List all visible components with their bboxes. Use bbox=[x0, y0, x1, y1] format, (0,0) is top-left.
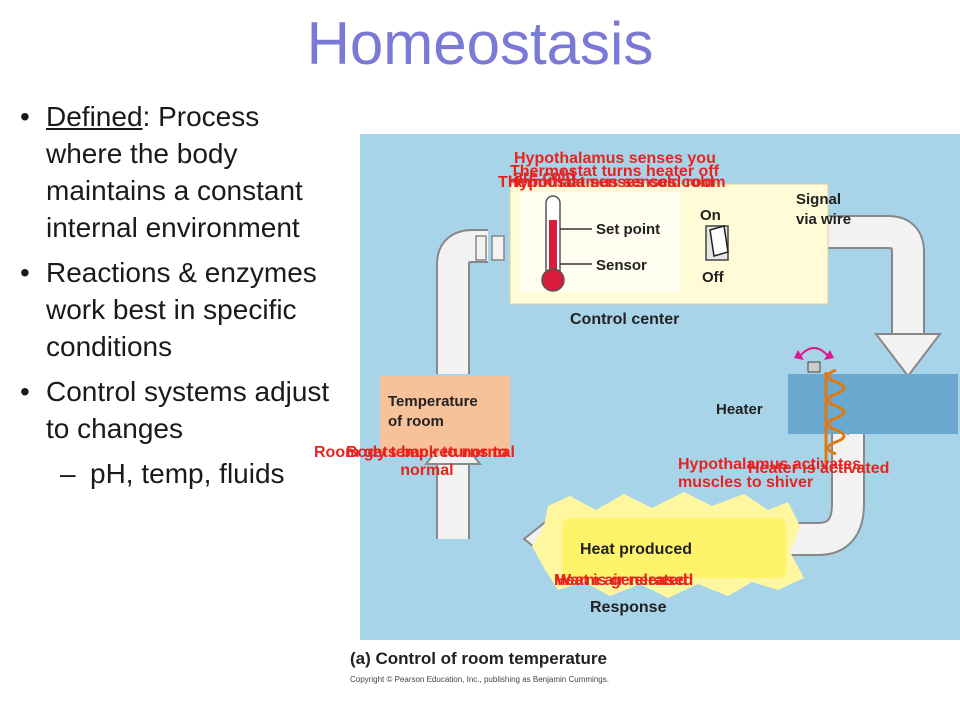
bullet-control-systems: • Control systems adjust to changes bbox=[20, 373, 340, 447]
slide-title: Homeostasis bbox=[306, 10, 654, 77]
bullet-text: Reactions & enzymes work best in specifi… bbox=[46, 257, 317, 362]
overlay-top-hypothalamus: Hypothalamus senses you are cold bbox=[514, 150, 716, 185]
overlay-top-hypothalamus-cold: Hypothalamus senses cold bbox=[508, 174, 715, 191]
room-temperature-box bbox=[380, 376, 510, 456]
heater-box bbox=[788, 374, 958, 434]
room-temperature-label: Temperature bbox=[388, 393, 478, 410]
bullet-glyph: • bbox=[20, 101, 30, 132]
overlay-left-body-temp: Body temp returns to normal bbox=[346, 444, 508, 479]
bullet-text: Control systems adjust to changes bbox=[46, 376, 330, 444]
overlay-bottom-heat: Heat is generated bbox=[554, 572, 688, 589]
heat-produced-glow bbox=[532, 492, 804, 598]
sub-bullet: – pH, temp, fluids bbox=[20, 455, 340, 492]
bullet-reactions: • Reactions & enzymes work best in speci… bbox=[20, 254, 340, 365]
room-temperature-label-2: of room bbox=[388, 413, 444, 430]
overlay-top-thermostat-off: Thermostat turns heater off bbox=[510, 163, 719, 180]
dash-glyph: – bbox=[60, 458, 76, 489]
arrow-head-right bbox=[873, 333, 943, 378]
bullet-glyph: • bbox=[20, 376, 30, 407]
rotation-icon bbox=[794, 347, 834, 373]
switch-off-label: Off bbox=[702, 269, 725, 286]
signal-label: Signal bbox=[796, 191, 841, 208]
overlay-right-heater: Heater is activated bbox=[748, 460, 890, 477]
overlay-right-hypothalamus: Hypothalamus activates muscles to shiver bbox=[678, 456, 862, 491]
set-point-label: Set point bbox=[596, 221, 660, 238]
bullet-term: Defined bbox=[46, 101, 143, 132]
via-wire-label: via wire bbox=[796, 211, 851, 228]
control-center-label: Control center bbox=[570, 311, 679, 328]
signal-dashes bbox=[475, 235, 505, 261]
bullet-text: : Process where the body maintains a con… bbox=[46, 101, 303, 243]
bullet-defined: • Defined: Process where the body mainta… bbox=[20, 98, 340, 246]
overlay-top-thermostat-cold: Thermostat senses cold room bbox=[498, 174, 726, 191]
copyright-text: Copyright © Pearson Education, Inc., pub… bbox=[350, 675, 609, 684]
heater-coil-icon bbox=[824, 368, 846, 464]
response-label: Response bbox=[590, 599, 667, 616]
bullet-list: • Defined: Process where the body mainta… bbox=[20, 98, 340, 492]
bullet-glyph: • bbox=[20, 257, 30, 288]
sub-bullet-text: pH, temp, fluids bbox=[90, 458, 285, 489]
sensor-label: Sensor bbox=[596, 257, 647, 274]
overlay-bottom-warm-air: Warm air released bbox=[556, 572, 694, 589]
feedback-loop-arrows bbox=[436, 215, 925, 556]
heater-label: Heater bbox=[716, 401, 763, 418]
figure-caption: (a) Control of room temperature bbox=[350, 649, 607, 668]
thermometer-icon bbox=[541, 195, 592, 292]
switch-icon bbox=[705, 225, 729, 261]
room-temperature-diagram: Set point Sensor On Off Signal via wire … bbox=[350, 134, 960, 684]
heat-produced-label: Heat produced bbox=[580, 541, 692, 558]
switch-on-label: On bbox=[700, 207, 721, 224]
overlay-left-room: Room gets back to normal bbox=[314, 444, 515, 461]
